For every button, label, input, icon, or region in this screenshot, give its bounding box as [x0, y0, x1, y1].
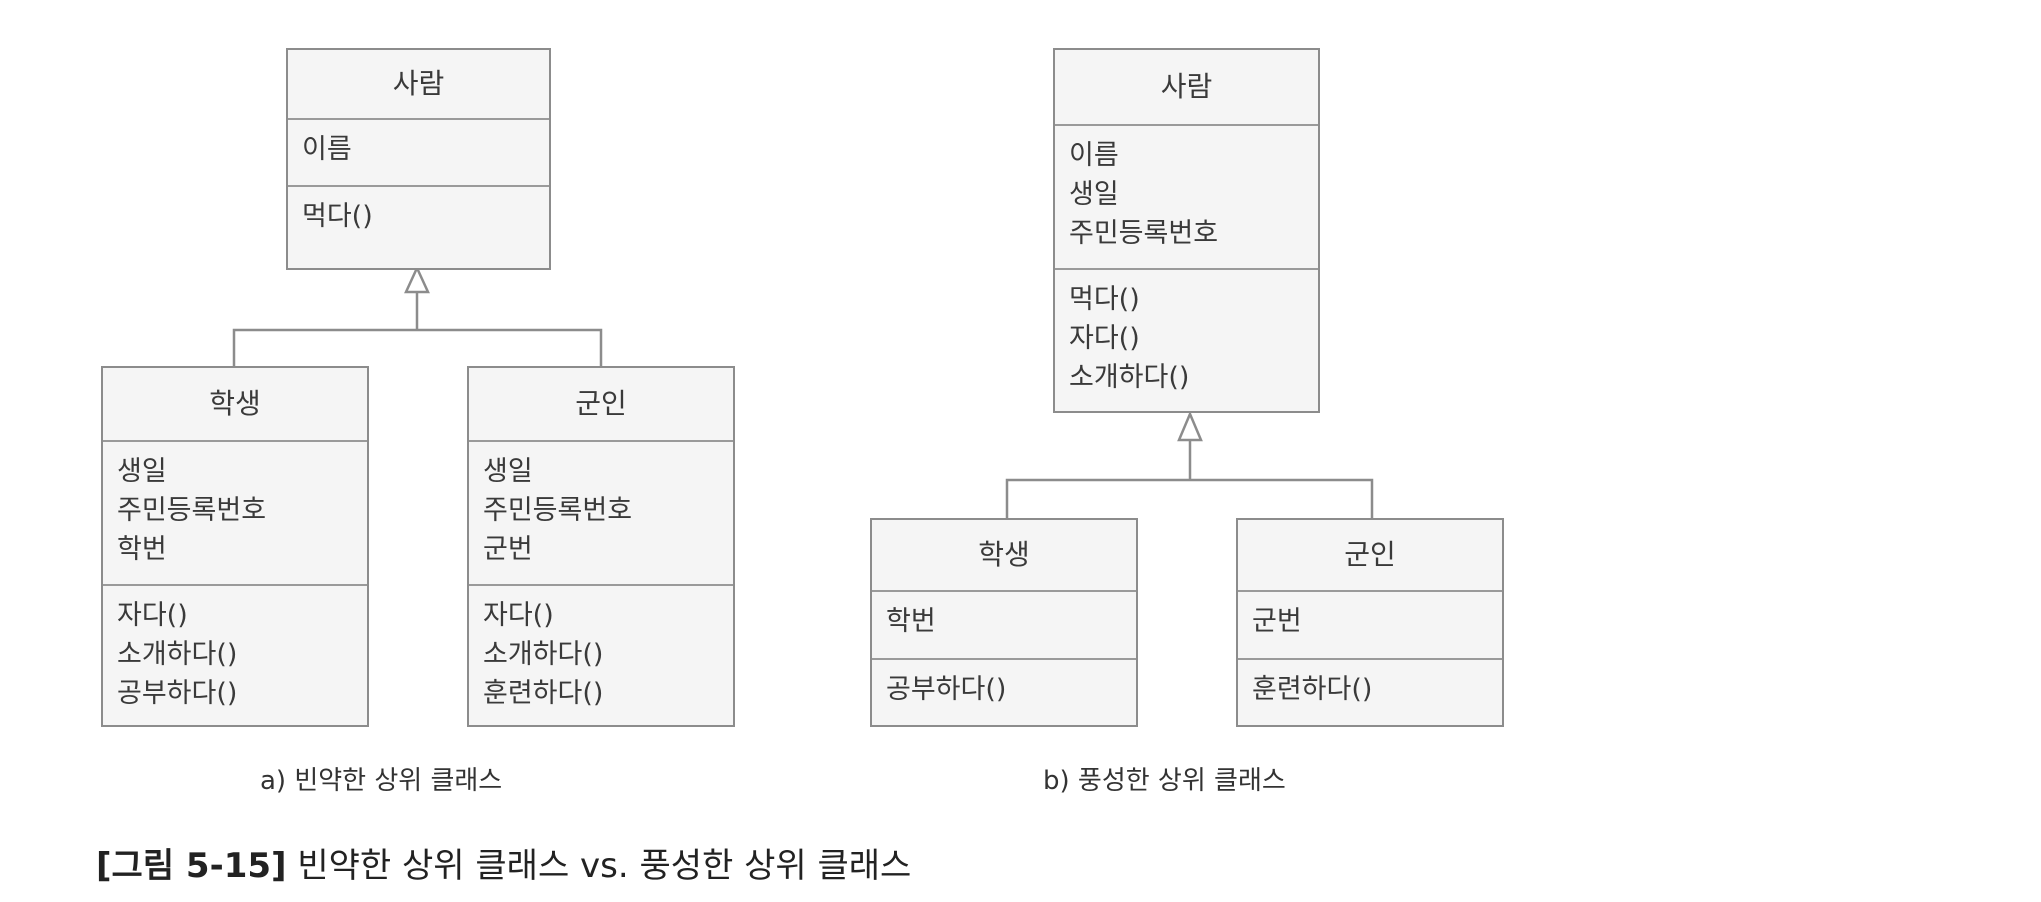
class-name: 군인	[1344, 538, 1396, 571]
right-generalization-arrow	[1177, 410, 1203, 442]
class-attributes: 생일 주민등록번호 학번	[103, 440, 367, 584]
figure-title: 빈약한 상위 클래스 vs. 풍성한 상위 클래스	[297, 846, 912, 886]
figure-caption: [그림 5-15] 빈약한 상위 클래스 vs. 풍성한 상위 클래스	[96, 838, 911, 887]
attribute: 군번	[483, 534, 533, 565]
method: 자다()	[483, 600, 554, 631]
right-soldier-class: 군인 군번 훈련하다()	[1236, 518, 1504, 727]
class-methods: 먹다() 자다() 소개하다()	[1055, 268, 1318, 397]
method: 소개하다()	[483, 639, 604, 670]
method: 공부하다()	[886, 674, 1007, 705]
left-student-class: 학생 생일 주민등록번호 학번 자다() 소개하다() 공부하다()	[101, 366, 369, 727]
class-attributes: 학번	[872, 590, 1136, 658]
class-attributes: 생일 주민등록번호 군번	[469, 440, 733, 584]
class-methods: 자다() 소개하다() 공부하다()	[103, 584, 367, 713]
attribute: 이름	[1069, 140, 1119, 171]
right-student-class: 학생 학번 공부하다()	[870, 518, 1138, 727]
class-name: 학생	[209, 387, 261, 420]
left-generalization-arrow	[404, 264, 430, 294]
method: 자다()	[117, 600, 188, 631]
class-name: 사람	[392, 67, 445, 100]
method: 공부하다()	[117, 678, 238, 709]
class-attributes: 이름 생일 주민등록번호	[1055, 124, 1318, 268]
class-attributes: 군번	[1238, 590, 1502, 658]
class-name: 사람	[1160, 70, 1213, 103]
class-methods: 훈련하다()	[1238, 658, 1502, 709]
right-caption: b) 풍성한 상위 클래스	[1043, 766, 1286, 796]
attribute: 생일	[483, 456, 533, 487]
left-person-class: 사람 이름 먹다()	[286, 48, 551, 270]
class-methods: 자다() 소개하다() 훈련하다()	[469, 584, 733, 713]
method: 먹다()	[1069, 284, 1140, 315]
class-methods: 먹다()	[288, 185, 549, 236]
right-student-connector	[1005, 478, 1374, 518]
class-name: 학생	[978, 538, 1030, 571]
left-soldier-class: 군인 생일 주민등록번호 군번 자다() 소개하다() 훈련하다()	[467, 366, 735, 727]
method: 소개하다()	[117, 639, 238, 670]
attribute: 학번	[117, 534, 167, 565]
attribute: 주민등록번호	[483, 495, 633, 526]
left-caption: a) 빈약한 상위 클래스	[260, 766, 503, 796]
method: 훈련하다()	[483, 678, 604, 709]
figure-label: [그림 5-15]	[96, 846, 287, 886]
attribute: 학번	[886, 606, 936, 637]
method: 자다()	[1069, 323, 1140, 354]
right-person-class: 사람 이름 생일 주민등록번호 먹다() 자다() 소개하다()	[1053, 48, 1320, 413]
method: 먹다()	[302, 201, 373, 232]
class-name: 군인	[575, 387, 627, 420]
attribute: 주민등록번호	[117, 495, 267, 526]
class-methods: 공부하다()	[872, 658, 1136, 709]
left-student-connector	[232, 328, 603, 366]
attribute: 생일	[117, 456, 167, 487]
method: 훈련하다()	[1252, 674, 1373, 705]
attribute: 주민등록번호	[1069, 218, 1219, 249]
attribute: 생일	[1069, 179, 1119, 210]
attribute: 이름	[302, 134, 352, 165]
class-attributes: 이름	[288, 118, 549, 185]
attribute: 군번	[1252, 606, 1302, 637]
method: 소개하다()	[1069, 362, 1190, 393]
